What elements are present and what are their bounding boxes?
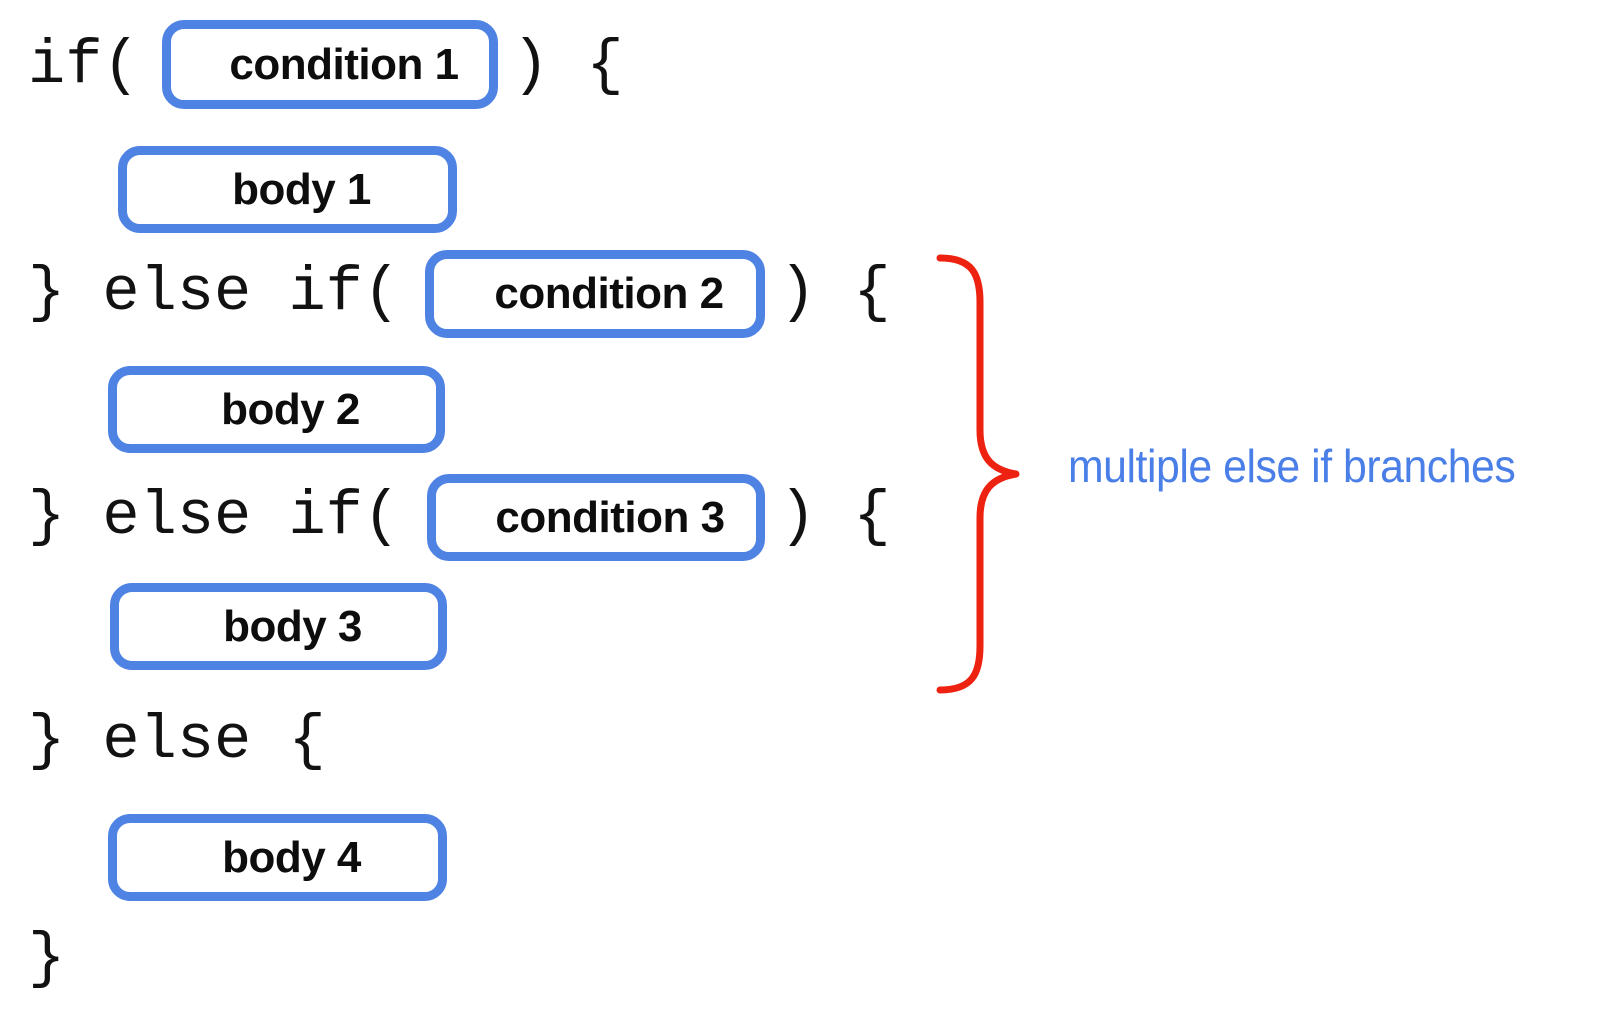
- box-body-2-label: body 2: [221, 384, 360, 434]
- box-condition-1-label: condition 1: [229, 39, 459, 89]
- box-condition-3-label: condition 3: [495, 492, 725, 542]
- curly-brace-icon: [936, 254, 1020, 694]
- box-body-4-label: body 4: [222, 832, 361, 882]
- box-body-1-label: body 1: [232, 164, 371, 214]
- code-if-close: ) {: [512, 30, 624, 101]
- code-if-open: if(: [28, 30, 140, 101]
- box-condition-2-label: condition 2: [494, 269, 724, 318]
- box-body-1[interactable]: body 1: [118, 146, 457, 233]
- box-condition-2[interactable]: condition 2: [425, 250, 765, 338]
- box-body-2[interactable]: body 2: [108, 366, 445, 453]
- code-else-if-3-close: ) {: [779, 481, 891, 552]
- box-condition-1[interactable]: condition 1: [162, 20, 498, 109]
- box-body-3-label: body 3: [223, 601, 362, 651]
- box-condition-3[interactable]: condition 3: [427, 474, 765, 561]
- code-else-if-2-close: ) {: [779, 257, 891, 328]
- box-body-4[interactable]: body 4: [108, 814, 447, 901]
- code-else-if-2-open: } else if(: [28, 257, 401, 328]
- code-else-if-3-open: } else if(: [28, 481, 401, 552]
- annotation-multiple-else-if-branches: multiple else if branches: [1068, 440, 1516, 492]
- code-else-line: } else {: [28, 705, 326, 776]
- code-closing-brace: }: [28, 923, 66, 994]
- box-body-3[interactable]: body 3: [110, 583, 447, 670]
